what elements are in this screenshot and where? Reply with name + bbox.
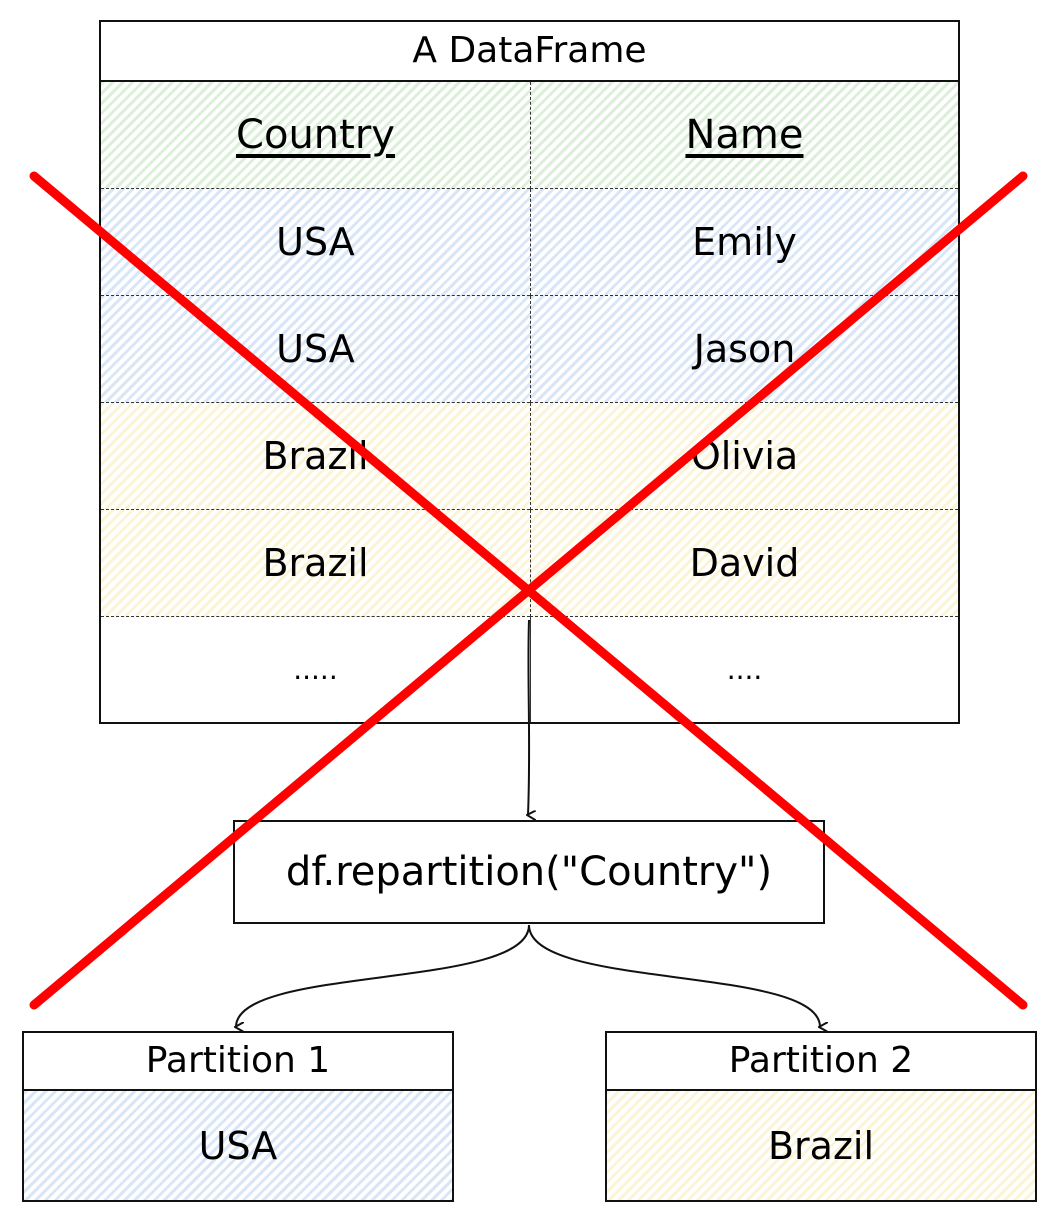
- table-cell-name: Emily: [530, 189, 958, 296]
- dataframe-title: A DataFrame: [99, 20, 960, 82]
- partition-2-value: Brazil: [607, 1091, 1035, 1200]
- arrow-operation-to-partition-2: [528, 924, 820, 1027]
- header-country-label: Country: [236, 112, 395, 158]
- table-cell-country: Brazil: [101, 403, 530, 510]
- arrow-table-to-operation: [528, 619, 529, 815]
- table-cell-name: ....: [530, 617, 958, 722]
- arrow-operation-to-partition-1: [236, 924, 530, 1027]
- red-cross-line-2: [29, 171, 1028, 1010]
- table-cell-country: .....: [101, 617, 530, 722]
- partition-1-title: Partition 1: [22, 1031, 454, 1091]
- partition-2-title: Partition 2: [605, 1031, 1037, 1091]
- table-cell-name: Olivia: [530, 403, 958, 510]
- repartition-operation-box: df.repartition("Country"): [233, 820, 825, 924]
- header-country: Country: [101, 82, 530, 189]
- table-cell-country: USA: [101, 296, 530, 403]
- table-cell-country: USA: [101, 189, 530, 296]
- header-name: Name: [530, 82, 958, 189]
- partition-1-value: USA: [24, 1091, 452, 1200]
- header-name-label: Name: [685, 112, 804, 158]
- table-cell-name: Jason: [530, 296, 958, 403]
